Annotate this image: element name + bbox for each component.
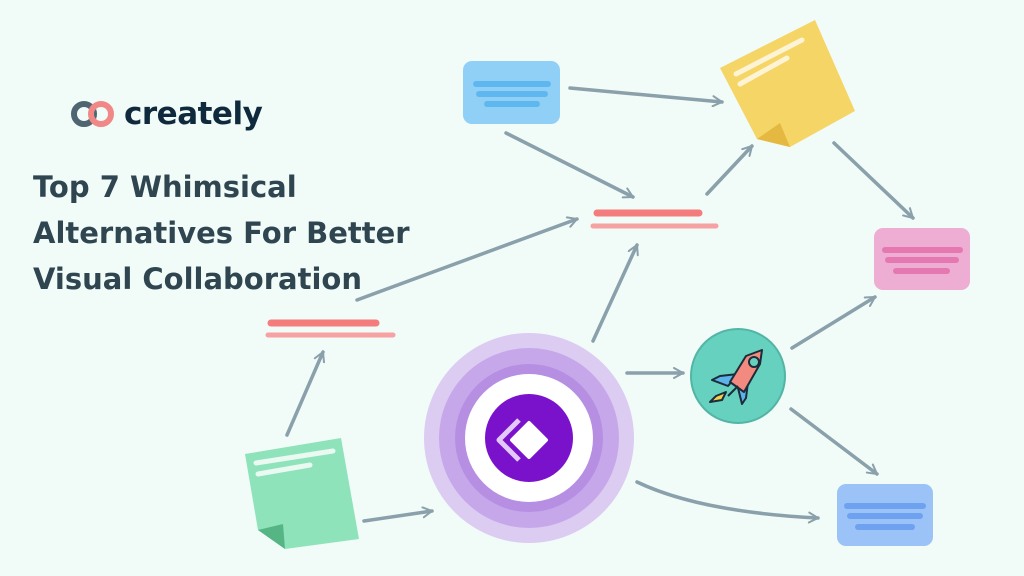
yellow-sticky	[720, 20, 855, 147]
arrow-hub-to-periwinkle	[635, 480, 820, 524]
periwinkle-card	[837, 484, 933, 546]
pink-card	[874, 228, 970, 290]
red-lines-top	[590, 209, 719, 229]
arrow-blue-to-yellow	[568, 86, 724, 108]
title-line-1: Top 7 Whimsical	[33, 170, 297, 204]
title-line-2: Alternatives For Better	[33, 216, 410, 250]
brand-name: creately	[124, 96, 263, 132]
arrow-blue-to-redlines	[504, 131, 635, 199]
title-line-3: Visual Collaboration	[33, 262, 362, 296]
brand-logo: creately	[70, 96, 263, 132]
arrow-green-to-leftlines	[285, 350, 326, 437]
rocket-node	[690, 328, 786, 424]
arrow-redlines-to-yellow	[705, 144, 754, 196]
arrow-rocket-to-pink	[790, 295, 877, 350]
creately-logo-icon	[71, 101, 114, 127]
arrow-yellow-to-pink	[832, 141, 915, 220]
red-lines-left	[265, 319, 396, 338]
arrow-leftlines-to-redlines	[355, 216, 579, 302]
arrow-rocket-to-periwinkle	[789, 407, 879, 476]
blue-card	[463, 61, 560, 124]
whimsical-hub[interactable]	[424, 333, 634, 543]
green-sticky	[245, 438, 359, 549]
rocket-icon	[709, 349, 763, 405]
arrow-hub-to-redlines	[591, 243, 639, 343]
page-title: Top 7 Whimsical Alternatives For Better …	[33, 164, 410, 302]
connector-arrows	[285, 86, 915, 524]
arrow-green-to-hub	[362, 506, 434, 523]
